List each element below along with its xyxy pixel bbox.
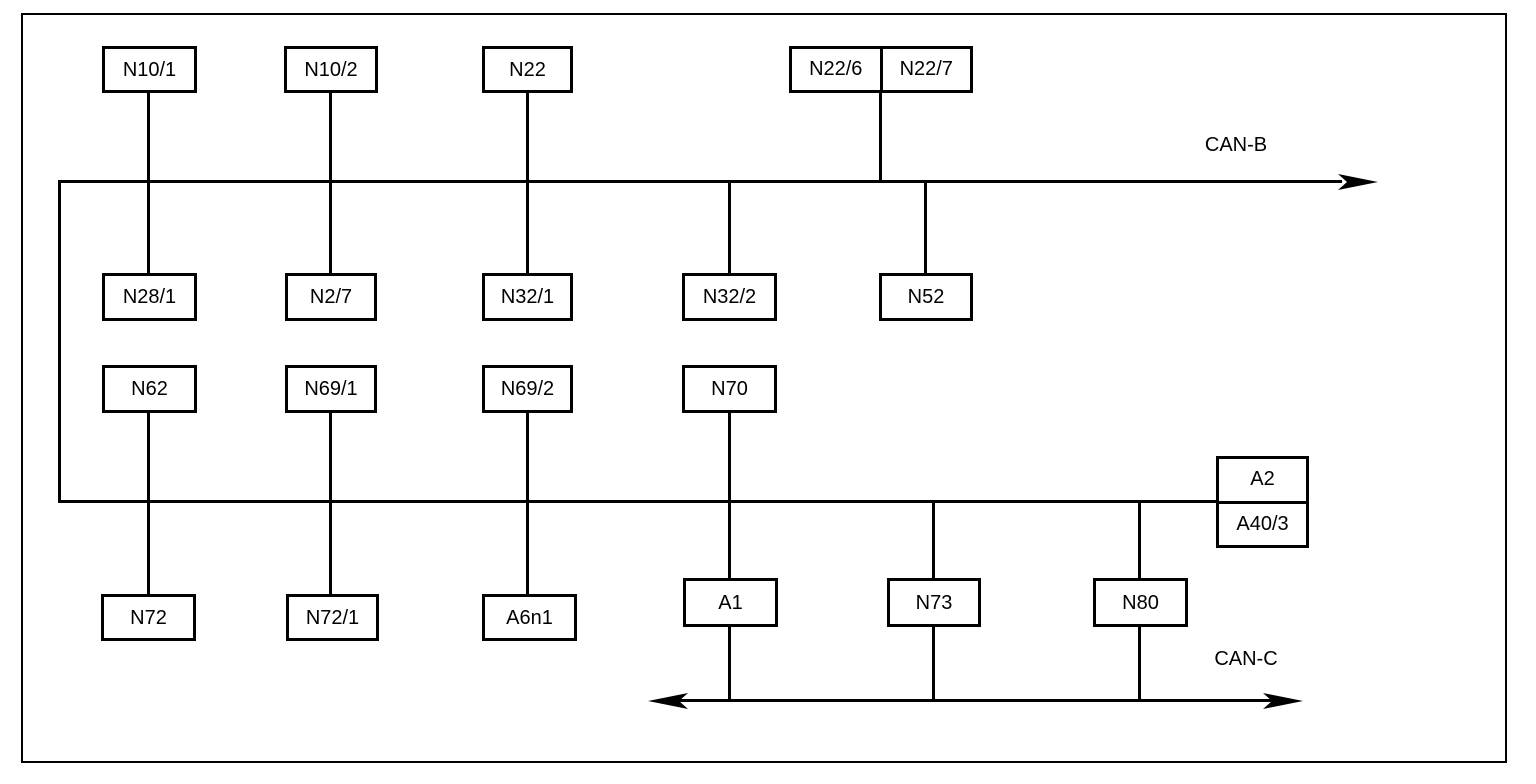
node-label: N52 <box>907 286 945 308</box>
connector-bus-n52 <box>924 181 927 273</box>
node-n62: N62 <box>102 365 197 413</box>
node-label: N62 <box>131 378 168 400</box>
connector-n73-can-c <box>932 625 935 702</box>
node-label: N72/1 <box>305 606 360 629</box>
node-label: N28/1 <box>122 286 177 308</box>
node-n73: N73 <box>887 578 981 627</box>
connector-n70-a1 <box>728 412 731 579</box>
node-n10-1: N10/1 <box>102 46 197 93</box>
node-a2-a40-3-stack: A2 A40/3 <box>1216 456 1309 548</box>
node-n2-7: N2/7 <box>285 273 377 321</box>
pair-divider <box>879 49 883 90</box>
node-label: N10/2 <box>304 58 358 81</box>
node-label: A1 <box>718 591 743 614</box>
connector-a1-can-c <box>728 625 731 702</box>
can-b-bus-label: CAN-B <box>1204 134 1268 156</box>
node-label: N22/6 <box>809 58 863 80</box>
node-n28-1: N28/1 <box>102 273 197 321</box>
diagram-border <box>21 13 1507 763</box>
node-label: N70 <box>711 378 748 400</box>
connector-bus-n73 <box>932 501 935 579</box>
can-b-left-riser-line <box>58 180 61 503</box>
node-n22-6: N22/6 <box>792 49 880 90</box>
node-n22: N22 <box>482 46 573 93</box>
node-label: N22 <box>509 58 546 81</box>
connector-n80-can-c <box>1138 625 1141 702</box>
connector-n62-n72 <box>147 412 150 594</box>
node-a6n1: A6n1 <box>482 594 577 641</box>
node-label: N80 <box>1122 591 1159 614</box>
arrow-right-icon <box>1338 174 1378 190</box>
node-n69-1: N69/1 <box>285 365 377 413</box>
node-label: N72 <box>130 606 167 629</box>
node-label: N73 <box>915 591 953 614</box>
connector-n22-n32-1 <box>526 92 529 273</box>
node-n22-7: N22/7 <box>883 49 971 90</box>
connector-bus-n32-2 <box>728 181 731 273</box>
node-label: N69/1 <box>304 378 358 400</box>
node-n72: N72 <box>101 594 196 641</box>
node-n32-1: N32/1 <box>482 273 573 321</box>
connector-n22-6-7-bus <box>879 92 882 182</box>
node-label: A2 <box>1250 468 1275 491</box>
node-a40-3: A40/3 <box>1219 504 1306 546</box>
node-a2: A2 <box>1219 459 1306 501</box>
arrow-left-icon <box>648 693 688 709</box>
node-label: A40/3 <box>1236 512 1289 535</box>
node-label: A6n1 <box>506 606 553 629</box>
arrow-right-icon <box>1263 693 1303 709</box>
node-label: N32/2 <box>702 286 757 308</box>
can-b-lower-bus-line <box>59 500 1217 503</box>
node-n10-2: N10/2 <box>284 46 378 93</box>
connector-n69-2-a6n1 <box>526 412 529 594</box>
node-a1: A1 <box>683 578 778 627</box>
node-n80: N80 <box>1093 578 1188 627</box>
node-n72-1: N72/1 <box>286 594 379 641</box>
node-n52: N52 <box>879 273 973 321</box>
connector-bus-n80 <box>1138 501 1141 579</box>
node-label: N69/2 <box>500 378 555 400</box>
node-label: N10/1 <box>122 58 177 81</box>
node-n32-2: N32/2 <box>682 273 777 321</box>
node-n70: N70 <box>682 365 777 413</box>
connector-n69-1-n72-1 <box>329 412 332 594</box>
stack-divider <box>1219 500 1306 504</box>
can-c-bus-line <box>660 699 1290 702</box>
node-label: N22/7 <box>899 58 953 80</box>
can-c-bus-label: CAN-C <box>1214 648 1278 670</box>
connector-n10-1-n28-1 <box>147 92 150 273</box>
node-label: N2/7 <box>309 286 353 308</box>
can-b-bus-line <box>59 180 1342 183</box>
node-n22-6-n22-7-pair: N22/6 N22/7 <box>789 46 973 93</box>
node-n69-2: N69/2 <box>482 365 573 413</box>
node-label: N32/1 <box>500 286 555 308</box>
connector-n10-2-n2-7 <box>329 92 332 273</box>
